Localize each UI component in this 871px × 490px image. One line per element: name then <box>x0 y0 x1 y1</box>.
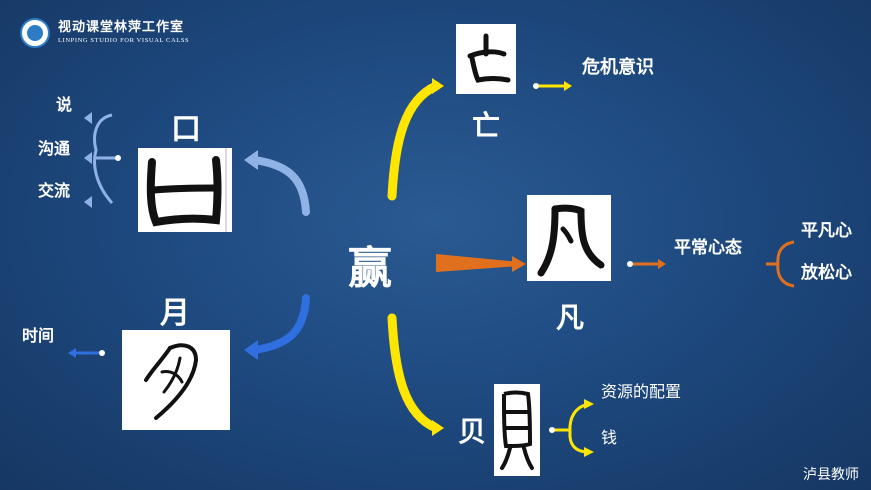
upper-connector <box>387 81 441 201</box>
wang-ancient-glyph <box>467 33 511 83</box>
fan-sub-meaning-1: 平凡心 <box>801 221 852 241</box>
moon-meaning: 时间 <box>22 326 55 345</box>
center-character: 赢 <box>348 243 392 294</box>
footer-caption: 泸县教师 <box>803 467 859 483</box>
wang-glyph-card <box>456 24 516 94</box>
bei-glyph-card <box>494 384 540 476</box>
mouth-connector <box>250 156 310 216</box>
fan-meaning: 平常心态 <box>674 238 742 258</box>
mouth-bracket <box>93 113 114 204</box>
lower-connector-arrow <box>432 420 444 436</box>
fan-sub-meaning-2: 放松心 <box>801 263 852 283</box>
wang-meaning: 危机意识 <box>582 57 654 78</box>
mouth-ancient-glyph <box>146 148 227 232</box>
moon-glyph-card <box>122 330 230 430</box>
mouth-meaning-2: 沟通 <box>38 139 71 158</box>
middle-connector-arrow <box>512 256 526 272</box>
middle-connector <box>436 254 520 272</box>
studio-title: 视动课堂林萍工作室 <box>58 20 185 35</box>
fan-glyph-card <box>527 195 611 281</box>
moon-connector-arrow <box>244 340 258 360</box>
mouth-connector-arrow <box>244 150 258 170</box>
bei-label: 贝 <box>458 415 487 448</box>
studio-subtitle: LINPING STUDIO FOR VISUAL CALSS <box>58 37 190 44</box>
moon-connector <box>250 294 310 354</box>
lower-connector <box>387 313 441 433</box>
mouth-meaning-1: 说 <box>56 95 73 114</box>
bei-bracket <box>568 402 591 454</box>
fan-ancient-glyph <box>537 204 605 277</box>
bei-meaning-2: 钱 <box>601 428 618 447</box>
upper-connector-arrow <box>432 78 444 94</box>
bei-meaning-1: 资源的配置 <box>601 382 682 401</box>
fan-label: 凡 <box>556 301 585 334</box>
moon-label: 月 <box>160 296 190 331</box>
mouth-label: 口 <box>171 112 201 147</box>
fan-bracket <box>776 240 795 288</box>
moon-ancient-glyph <box>144 343 199 420</box>
mouth-meaning-3: 交流 <box>38 181 71 200</box>
wang-label: 亡 <box>472 109 501 142</box>
bei-ancient-glyph <box>500 390 534 470</box>
mouth-glyph-card <box>138 148 232 232</box>
studio-logo <box>20 18 50 48</box>
